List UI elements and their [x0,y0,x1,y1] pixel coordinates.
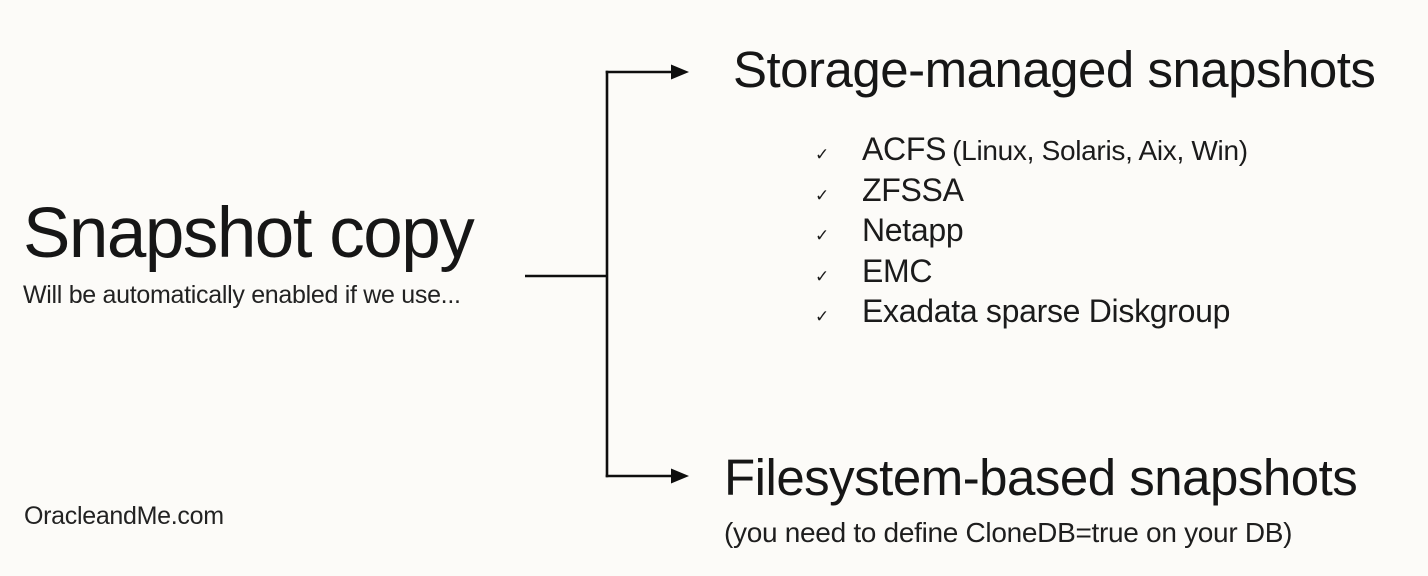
list-item-note: (Linux, Solaris, Aix, Win) [952,135,1248,166]
top-arrowhead-icon [671,64,689,80]
storage-branch-title: Storage-managed snapshots [733,41,1376,98]
list-item: ✓ Netapp [815,210,1248,251]
checkmark-icon: ✓ [815,226,830,246]
branch-connector [525,64,689,484]
root-subtitle: Will be automatically enabled if we use.… [23,281,461,309]
list-item-label: Netapp [862,212,964,249]
website-watermark: OracleandMe.com [24,502,224,530]
list-item: ✓ EMC [815,251,1248,292]
list-item: ✓ ACFS(Linux, Solaris, Aix, Win) [815,129,1248,170]
bottom-arrowhead-icon [671,468,689,484]
storage-branch-node: Storage-managed snapshots [733,41,1376,98]
checkmark-icon: ✓ [815,185,830,205]
list-item-label: Exadata sparse Diskgroup [862,293,1231,330]
filesystem-branch-title: Filesystem-based snapshots [724,449,1358,506]
list-item-label: EMC [862,252,933,289]
checkmark-icon: ✓ [815,307,830,327]
checkmark-icon: ✓ [815,266,830,286]
list-item-label: ZFSSA [862,171,964,208]
filesystem-branch-node: Filesystem-based snapshots (you need to … [724,449,1358,550]
filesystem-branch-subtitle: (you need to define CloneDB=true on your… [724,517,1293,549]
list-item: ✓ Exadata sparse Diskgroup [815,291,1248,332]
checkmark-icon: ✓ [815,145,830,164]
root-title: Snapshot copy [23,194,475,273]
list-item: ✓ ZFSSA [815,170,1248,211]
root-node: Snapshot copy Will be automatically enab… [23,194,475,310]
storage-options-list: ✓ ACFS(Linux, Solaris, Aix, Win) ✓ ZFSSA ✓… [815,129,1248,332]
list-item-label: ACFS [862,131,947,167]
